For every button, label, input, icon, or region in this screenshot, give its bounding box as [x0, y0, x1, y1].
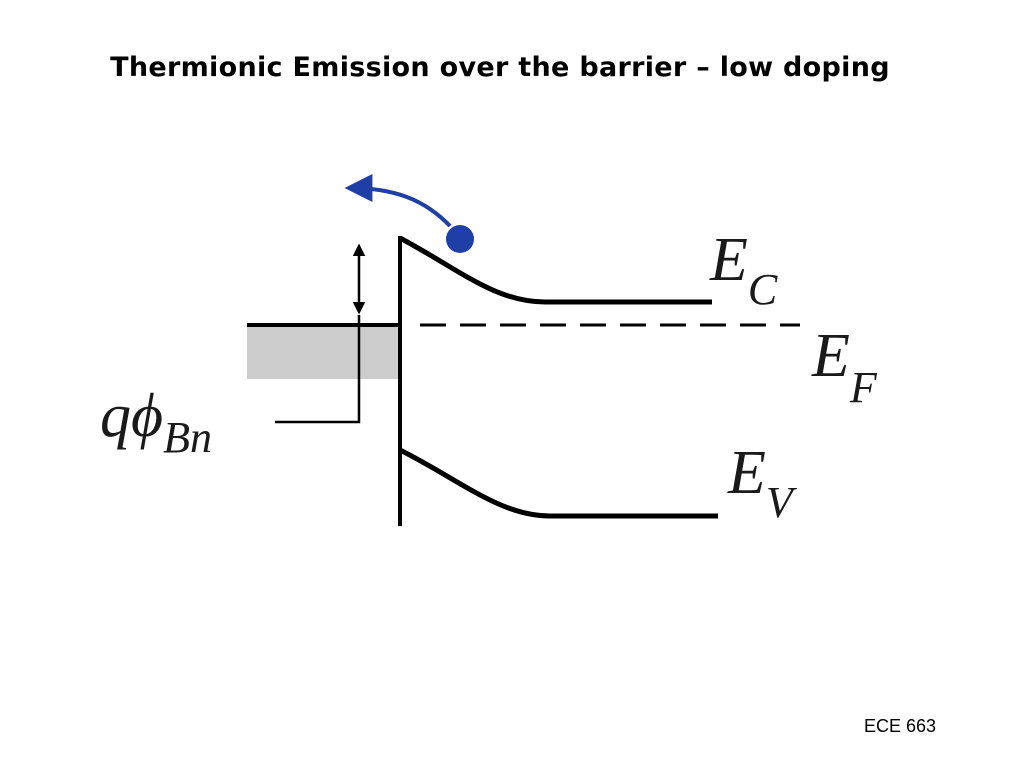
valence-band-label: EV [727, 439, 798, 527]
slide-title: Thermionic Emission over the barrier – l… [110, 52, 890, 83]
barrier-height-label: qϕBn [100, 382, 212, 462]
emission-arrow [344, 174, 452, 228]
conduction-band-label: EC [709, 226, 778, 314]
barrier-label-leader [275, 315, 361, 424]
valence-band-curve [398, 447, 718, 519]
conduction-band-curve [398, 235, 712, 305]
fermi-level-label: EF [811, 322, 878, 412]
course-footer: ECE 663 [863, 716, 936, 736]
electron-dot [446, 225, 474, 253]
metal-filled-states [247, 325, 400, 379]
